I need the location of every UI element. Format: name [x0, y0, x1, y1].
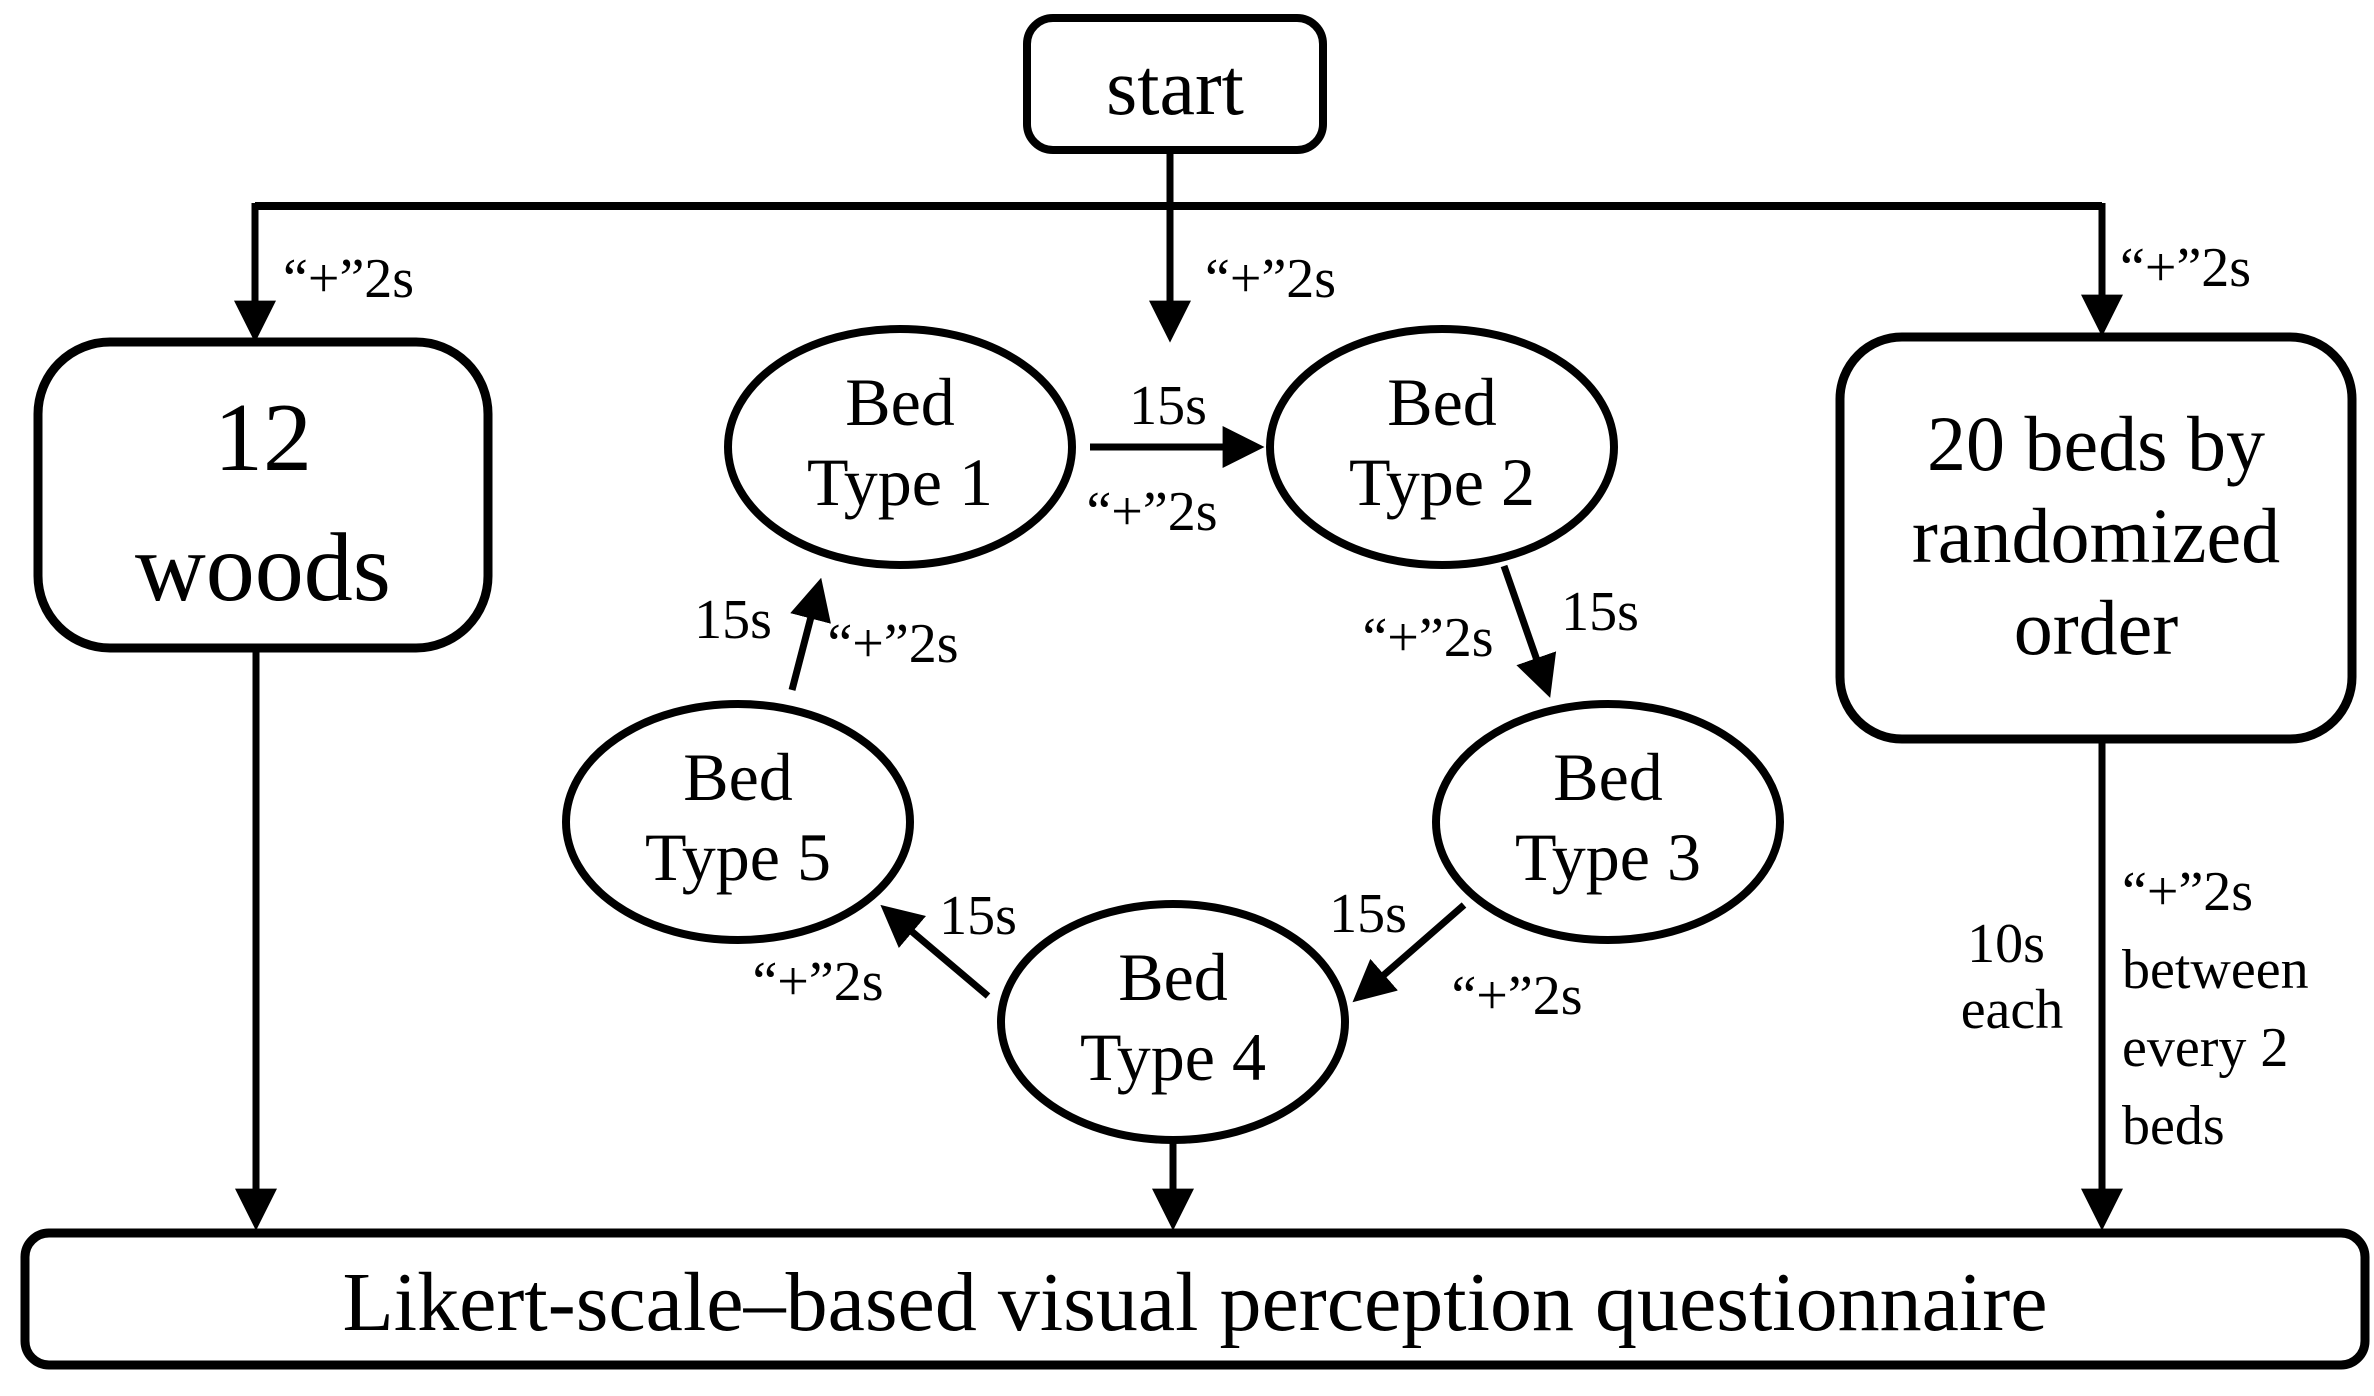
randomized-label-line1: 20 beds by — [1927, 400, 2265, 487]
label-start-to-cycle: “+”2s — [1205, 248, 1336, 310]
edge-bed3-to-bed4-arrow — [1352, 902, 1467, 1003]
node-questionnaire: Likert-scale–based visual perception que… — [20, 1228, 2370, 1370]
label-bed5-bed1-duration: 15s — [694, 589, 772, 651]
bed-type-1-line1: Bed — [845, 364, 955, 440]
questionnaire-label: Likert-scale–based visual perception que… — [342, 1256, 2047, 1349]
bed-type-5-ellipse — [562, 700, 914, 944]
bed-type-5-line1: Bed — [683, 739, 793, 815]
edge-bed5-to-bed1-arrow — [788, 577, 831, 691]
bed-type-4-ellipse — [997, 900, 1349, 1144]
node-woods: 12 woods — [33, 337, 493, 653]
node-bed-type-2: Bed Type 2 — [1266, 325, 1618, 569]
label-randomized-fixation-line4: beds — [2122, 1095, 2225, 1157]
edge-bed4-to-bed5-arrow — [880, 904, 991, 999]
label-bed2-bed3-fixation: “+”2s — [1362, 607, 1493, 669]
randomized-box — [1835, 332, 2357, 744]
label-bed4-bed5-fixation: “+”2s — [752, 951, 883, 1013]
node-start: start — [1023, 14, 1327, 154]
label-start-to-woods: “+”2s — [283, 248, 414, 310]
label-bed1-bed2-fixation: “+”2s — [1086, 481, 1217, 543]
label-randomized-fixation-line2: between — [2122, 939, 2309, 1001]
node-bed-type-5: Bed Type 5 — [562, 700, 914, 944]
bed-type-2-line2: Type 2 — [1349, 444, 1535, 520]
start-box — [1023, 14, 1327, 154]
label-bed4-bed5-duration: 15s — [939, 885, 1017, 947]
label-bed1-bed2-duration: 15s — [1129, 375, 1207, 437]
woods-label-line2: woods — [135, 514, 391, 622]
start-label: start — [1106, 44, 1244, 132]
label-bed5-bed1-fixation: “+”2s — [827, 613, 958, 675]
bed-type-1-ellipse — [724, 325, 1076, 569]
label-randomized-duration-line1: 10s — [1967, 913, 2045, 975]
label-bed3-bed4-duration: 15s — [1329, 883, 1407, 945]
label-randomized-duration-line2: each — [1961, 979, 2064, 1041]
bed-type-3-line1: Bed — [1553, 739, 1663, 815]
bed-type-3-line2: Type 3 — [1515, 819, 1701, 895]
woods-box — [33, 337, 493, 653]
questionnaire-box — [20, 1228, 2370, 1370]
bed-type-5-line2: Type 5 — [645, 819, 831, 895]
label-start-to-randomized: “+”2s — [2120, 237, 2251, 299]
label-bed3-bed4-fixation: “+”2s — [1451, 965, 1582, 1027]
bed-type-3-ellipse — [1432, 700, 1784, 944]
bed-type-4-line1: Bed — [1118, 939, 1228, 1015]
node-bed-type-1: Bed Type 1 — [724, 325, 1076, 569]
node-bed-type-3: Bed Type 3 — [1432, 700, 1784, 944]
label-randomized-fixation-line3: every 2 — [2122, 1017, 2288, 1079]
edge-bed2-to-bed3-arrow — [1500, 564, 1557, 698]
bed-type-4-line2: Type 4 — [1080, 1019, 1266, 1095]
label-bed2-bed3-duration: 15s — [1561, 581, 1639, 643]
randomized-label-line3: order — [2014, 584, 2179, 671]
label-randomized-fixation-line1: “+”2s — [2122, 861, 2253, 923]
randomized-label-line2: randomized — [1912, 492, 2280, 579]
connectors — [234, 150, 2123, 1231]
woods-label-line1: 12 — [214, 384, 312, 492]
edge-labels: “+”2s “+”2s “+”2s 15s “+”2s 15s “+”2s 15… — [283, 237, 2309, 1157]
bed-type-2-ellipse — [1266, 325, 1618, 569]
bed-type-1-line2: Type 1 — [807, 444, 993, 520]
node-bed-type-4: Bed Type 4 — [997, 900, 1349, 1144]
bed-type-2-line1: Bed — [1387, 364, 1497, 440]
node-randomized: 20 beds by randomized order — [1835, 332, 2357, 744]
